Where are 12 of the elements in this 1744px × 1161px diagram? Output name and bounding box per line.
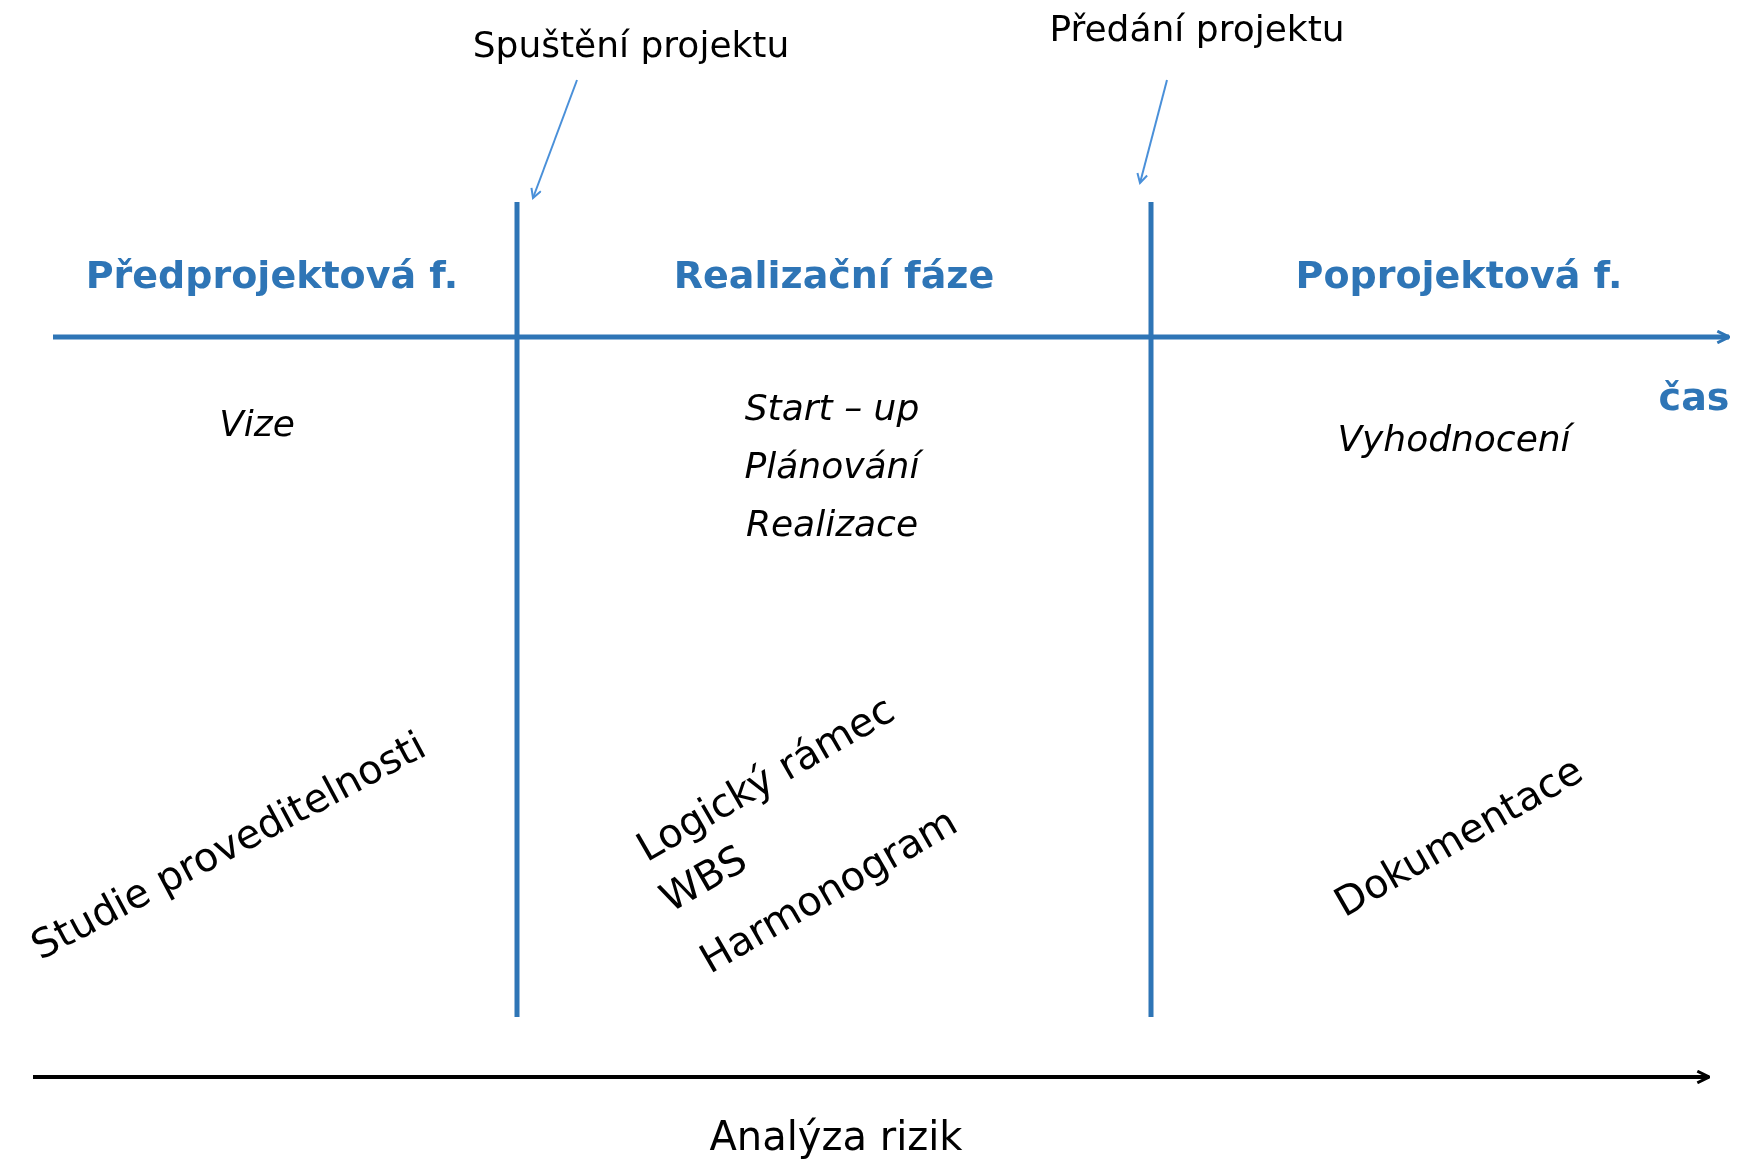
phase-heading: Poprojektová f.	[1295, 253, 1623, 297]
axis-label: čas	[1658, 375, 1730, 419]
axis-label: Analýza rizik	[709, 1113, 963, 1159]
activity-label: Vize	[219, 402, 295, 444]
milestone-label: Předání projektu	[1049, 7, 1345, 49]
phase-heading: Realizační fáze	[673, 253, 995, 297]
leader-line	[1136, 79, 1168, 184]
phase-heading: Předprojektová f.	[85, 253, 459, 297]
activity-label: Realizace	[745, 502, 919, 544]
leader-line	[530, 79, 578, 199]
activity-label: Start – up	[744, 386, 920, 428]
milestone-label: Spuštění projektu	[472, 23, 790, 65]
